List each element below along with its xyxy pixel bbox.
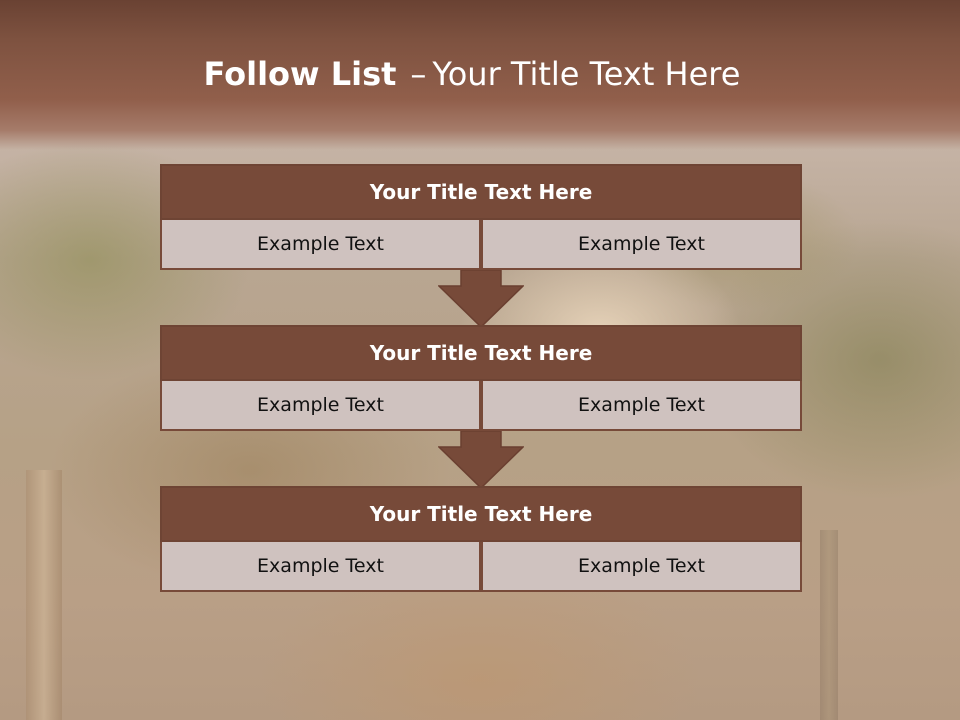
block-cell-left: Example Text — [160, 381, 481, 431]
vineyard-post-right — [820, 530, 838, 720]
block-title: Your Title Text Here — [160, 325, 802, 381]
block-cell-right: Example Text — [481, 220, 802, 270]
down-arrow-icon — [438, 270, 524, 328]
down-arrow-icon — [438, 431, 524, 489]
block-cells: Example Text Example Text — [160, 381, 802, 431]
block-title: Your Title Text Here — [160, 164, 802, 220]
slide-title-dash: – — [410, 55, 427, 93]
block-cell-right: Example Text — [481, 542, 802, 592]
slide-title-bold: Follow List — [203, 55, 397, 93]
vineyard-post-left — [26, 470, 62, 720]
block-cells: Example Text Example Text — [160, 220, 802, 270]
slide-title-rest: Your Title Text Here — [432, 55, 741, 93]
list-block-1: Your Title Text Here Example Text Exampl… — [160, 164, 802, 270]
list-block-2: Your Title Text Here Example Text Exampl… — [160, 325, 802, 431]
slide-title: Follow List–Your Title Text Here — [0, 55, 944, 93]
block-cell-left: Example Text — [160, 542, 481, 592]
list-block-3: Your Title Text Here Example Text Exampl… — [160, 486, 802, 592]
block-title: Your Title Text Here — [160, 486, 802, 542]
slide-header-band — [0, 0, 960, 150]
block-cells: Example Text Example Text — [160, 542, 802, 592]
block-cell-right: Example Text — [481, 381, 802, 431]
block-cell-left: Example Text — [160, 220, 481, 270]
